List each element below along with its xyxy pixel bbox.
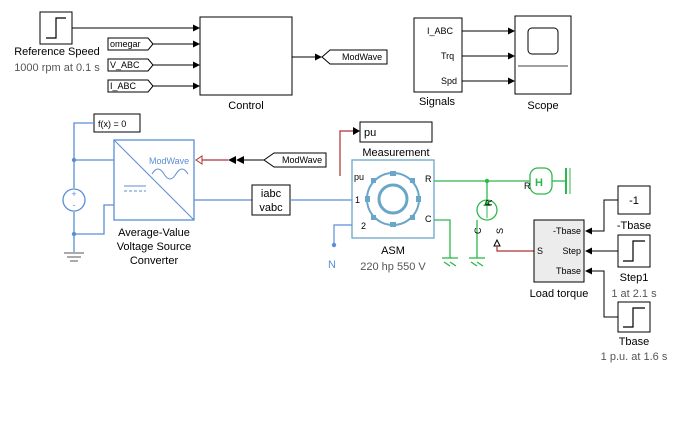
iabc-text: iabc [261,188,282,200]
reference-speed-label: Reference Speed [14,46,100,58]
torque-input-icon [493,238,501,247]
dc-source-wiring [73,122,114,252]
ground-icon [64,252,84,262]
dc-source-plus-icon: + [71,189,76,199]
scope-block[interactable] [514,15,572,95]
step1-label: Step1 [620,272,649,284]
measurement-signal-line [339,130,358,176]
neg-tbase-signal-line [585,199,618,235]
from-tag-i-abc[interactable]: I_ABC [107,79,154,93]
junction-dots [71,157,77,237]
mech-junction-dot [484,178,490,184]
svg-text:ModWave: ModWave [342,52,382,62]
neg-tbase-label: -Tbase [617,220,651,232]
torque-source-block[interactable] [476,199,498,236]
load-torque-label: Load torque [530,288,589,300]
torque-r-port: R [484,199,494,206]
reference-speed-block[interactable] [39,11,73,45]
reference-speed-desc: 1000 rpm at 0.1 s [14,62,100,74]
tbase-block[interactable] [617,301,651,333]
neutral-wire [333,224,352,245]
load-torque-port-neg-tbase: -Tbase [553,226,581,236]
solver-configuration-text: f(x) = 0 [98,119,126,129]
load-torque-port-tbase: Tbase [556,266,581,276]
load-torque-port-step: Step [562,246,581,256]
asm-desc: 220 hp 550 V [360,261,426,273]
converter-modwave-port: ModWave [149,156,189,166]
svg-text:I_ABC: I_ABC [110,81,137,91]
tbase-desc: 1 p.u. at 1.6 s [601,351,668,363]
goto-tag-modwave[interactable]: ModWave [321,49,388,65]
measurement-arrow-icon [353,127,360,135]
scope-label: Scope [527,100,558,112]
asm-pu-port: pu [354,172,364,182]
measurement-label: Measurement [362,147,429,159]
neutral-node-dot [331,242,337,248]
measurement-value: pu [364,127,376,139]
from-tag-omegar[interactable]: omegar [107,37,154,51]
converter-label-line-1: Average-Value [118,227,190,239]
step1-block[interactable] [617,234,651,268]
signals-label: Signals [419,96,456,108]
pwm-arrow-icon [236,156,244,164]
signals-port-spd: Spd [441,76,457,86]
neg-tbase-constant-block[interactable] [617,185,651,215]
from-tag-modwave[interactable]: ModWave [263,152,327,168]
asm-port-2: 2 [361,221,366,231]
load-torque-block[interactable] [533,219,585,283]
load-torque-port-s: S [537,246,543,256]
step1-desc: 1 at 2.1 s [611,288,657,300]
signals-port-trq: Trq [441,51,454,61]
torque-s-port: S [495,228,505,234]
load-torque-signal-line [496,246,534,252]
converter-block[interactable] [113,139,195,221]
neutral-symbol-icon: N [328,259,336,271]
from-tag-v-abc[interactable]: V_ABC [107,58,154,72]
converter-label-line-2: Voltage Source [117,241,192,253]
svg-text:omegar: omegar [110,39,141,49]
converter-input-port-icon [195,155,203,165]
tbase-signal-line [585,267,618,318]
inertia-block[interactable]: H [529,167,571,195]
signals-port-i-abc: I_ABC [427,26,454,36]
tbase-label: Tbase [619,336,650,348]
svg-text:ModWave: ModWave [282,155,322,165]
asm-port-1: 1 [355,195,360,205]
measurement-display-block[interactable] [359,121,433,143]
dc-voltage-source-icon[interactable] [62,188,86,212]
asm-c-port: C [425,214,432,224]
control-label: Control [228,100,263,112]
converter-label-line-3: Converter [130,255,179,267]
asm-machine-block[interactable] [351,159,435,239]
mech-ground-icon [442,257,485,267]
signals-block[interactable] [413,17,463,93]
control-block[interactable] [199,16,293,96]
torque-c-port: C [473,227,483,234]
svg-text:H: H [535,177,543,189]
mechanical-wiring [434,180,530,258]
vabc-text: vabc [259,202,283,214]
measurement-iabc-vabc-block[interactable] [251,184,291,216]
svg-text:V_ABC: V_ABC [110,60,140,70]
inertia-r-port: R [524,181,531,191]
pwm-arrow-icon-2 [228,156,236,164]
asm-label: ASM [381,245,405,257]
neg-tbase-value: -1 [629,195,639,207]
dc-source-minus-icon: - [73,200,76,210]
asm-r-port: R [425,174,432,184]
